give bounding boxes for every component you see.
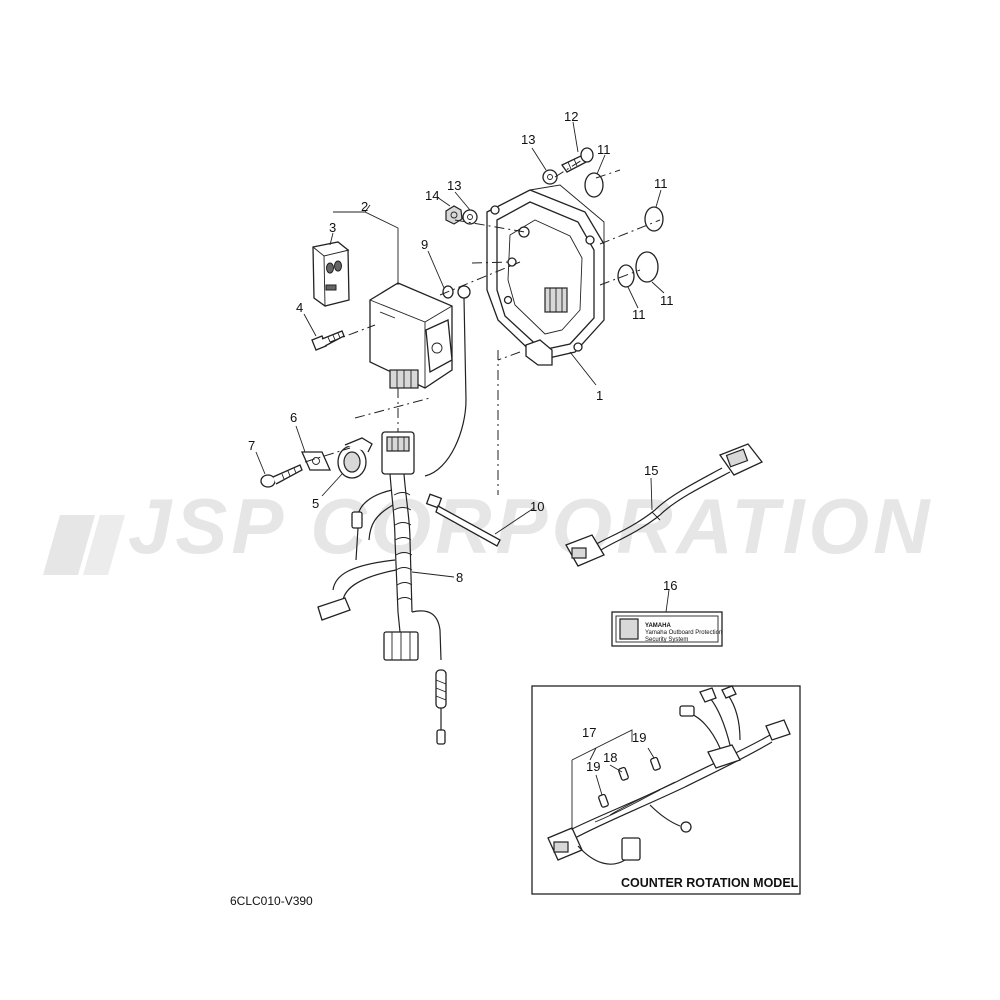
callout-1: 1: [596, 388, 603, 403]
callout-7: 7: [248, 438, 255, 453]
part-9-ground-lead: [424, 285, 471, 477]
callout-10: 10: [530, 499, 544, 514]
part-6-bracket: [300, 451, 332, 471]
watermark-logo: JSP CORPORATION: [43, 482, 933, 575]
label-brand: YAMAHA: [645, 623, 671, 629]
callout-19-a: 19: [586, 759, 600, 774]
callout-16: 16: [663, 578, 677, 593]
callout-9: 9: [421, 237, 428, 252]
callout-15: 15: [644, 463, 658, 478]
part-1-control-box: [486, 184, 605, 366]
inset-frame: [531, 685, 801, 895]
callout-17: 17: [582, 725, 596, 740]
part-8-wire-harness: [317, 431, 447, 745]
counter-rotation-inset: 17 18 19 19 COUNTER ROTATION MODEL: [531, 685, 801, 895]
callout-11-d: 11: [632, 307, 646, 322]
callout-12: 12: [564, 109, 578, 124]
part-4-bolt: [311, 330, 345, 351]
callout-11-b: 11: [654, 176, 668, 191]
callout-2: 2: [361, 199, 368, 214]
part-14-nut: [445, 205, 463, 225]
part-2-control-module: [369, 282, 453, 389]
part-16-security-label: YAMAHA Yamaha Outboard Protection Securi…: [611, 611, 723, 647]
part-5-sensor-unit: [337, 437, 373, 479]
part-3-remote-transmitter: [312, 241, 350, 307]
callout-8: 8: [456, 570, 463, 585]
callout-11-c: 11: [660, 293, 674, 308]
label-line-2: Security System: [645, 637, 688, 643]
callout-leaders: [255, 121, 670, 613]
part-13-washers: [462, 169, 558, 225]
callout-13-b: 13: [447, 178, 461, 193]
callout-4: 4: [296, 300, 303, 315]
diagram-code: 6CLC010-V390: [230, 894, 313, 908]
callout-11-a: 11: [597, 142, 611, 157]
callout-numbers: 1 2 3 4 5 6 7 8 9 10 11 11 11 11 12 13 1…: [248, 109, 677, 593]
part-10-cable-tie: [425, 493, 501, 547]
assembly-centerlines: [304, 159, 661, 495]
part-11-grommets: [584, 172, 664, 288]
callout-13-a: 13: [521, 132, 535, 147]
inset-title: COUNTER ROTATION MODEL: [621, 876, 799, 890]
label-line-1: Yamaha Outboard Protection: [645, 630, 722, 636]
callout-6: 6: [290, 410, 297, 425]
part-7-screw: [260, 464, 303, 488]
part-15-extension-harness: [565, 443, 764, 567]
callout-18: 18: [603, 750, 617, 765]
watermark-text: JSP CORPORATION: [128, 482, 933, 570]
part-12-screw: [561, 147, 594, 173]
callout-19-b: 19: [632, 730, 646, 745]
callout-5: 5: [312, 496, 319, 511]
callout-3: 3: [329, 220, 336, 235]
callout-14: 14: [425, 188, 439, 203]
